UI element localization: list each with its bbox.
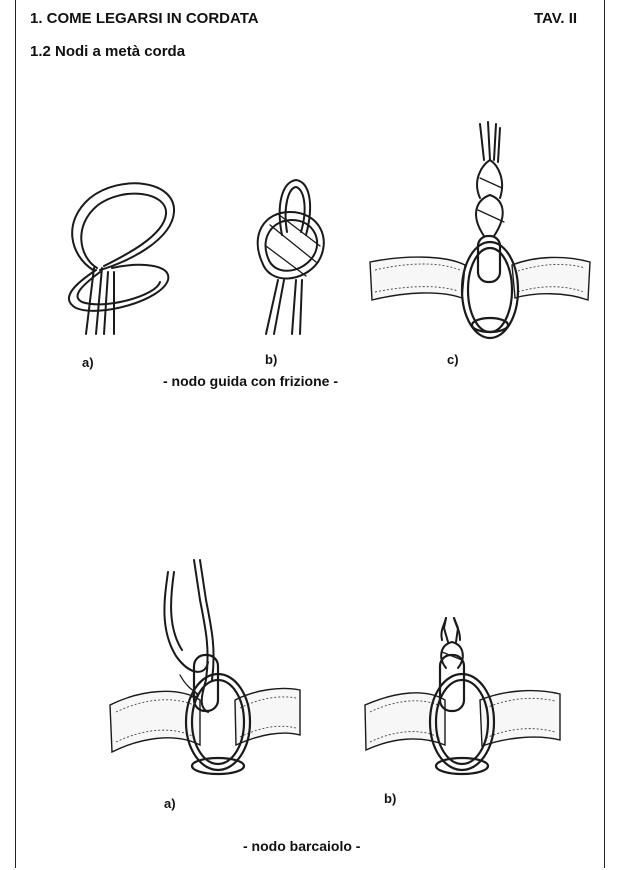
knot-top-a-illustration: [69, 183, 174, 334]
label-bottom-b: b): [384, 791, 396, 806]
label-bottom-a: a): [164, 796, 176, 811]
label-top-b: b): [265, 352, 277, 367]
knot-top-b-illustration: [258, 180, 324, 334]
knot-top-c-illustration: [370, 122, 590, 338]
knot-bottom-a-illustration: [110, 560, 300, 774]
caption-bottom: - nodo barcaiolo -: [243, 838, 360, 854]
caption-top: - nodo guida con frizione -: [163, 373, 338, 389]
knot-bottom-b-illustration: [365, 618, 560, 774]
label-top-a: a): [82, 355, 94, 370]
label-top-c: c): [447, 352, 459, 367]
